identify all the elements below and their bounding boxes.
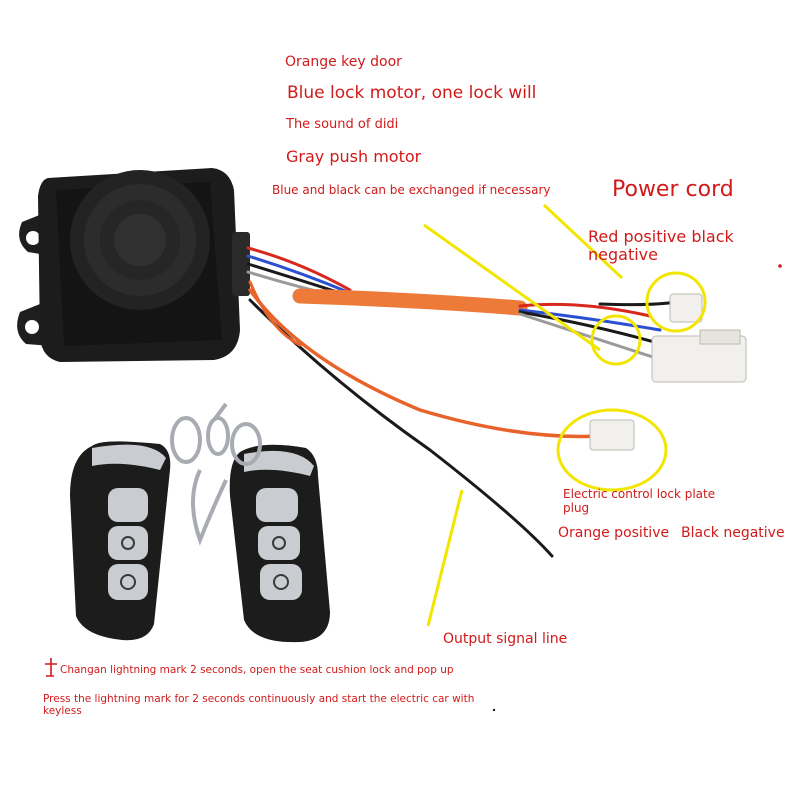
fob-right-button-2 (258, 526, 300, 560)
highlight-circle-lock-plug (556, 408, 668, 492)
label-press-lightning: Press the lightning mark for 2 seconds c… (43, 693, 475, 718)
main-harness-connector (651, 335, 747, 383)
white-connectors (589, 293, 747, 451)
key-fob-left (70, 441, 171, 641)
label-electric-control-lock-plug: Electric control lock plate plug (563, 487, 716, 515)
fob-right-button-1 (256, 488, 298, 522)
label-changan-lightning: Changan lightning mark 2 seconds, open t… (60, 664, 454, 676)
dot-marker (778, 264, 782, 268)
label-output-signal-line: Output signal line (443, 631, 568, 647)
label-blue-black-exchange: Blue and black can be exchanged if neces… (272, 183, 551, 197)
power-cord-connector (669, 293, 703, 323)
lightning-mark-icon (45, 658, 57, 677)
fob-left-button-1 (108, 488, 148, 522)
label-orange-key-door: Orange key door (285, 54, 402, 70)
label-sound-of-didi: The sound of didi (286, 117, 399, 132)
label-power-cord: Power cord (612, 177, 734, 202)
siren-connector (232, 232, 250, 296)
pointer-output-signal (426, 489, 464, 627)
label-gray-push-motor: Gray push motor (286, 147, 422, 166)
label-orange-positive: Orange positive (558, 525, 670, 541)
fob-left-button-3 (108, 564, 148, 600)
pointer-blue-black (423, 223, 601, 352)
alarm-siren-unit (17, 168, 250, 362)
highlight-circle-power (645, 271, 707, 333)
mount-hole-top (26, 231, 40, 245)
label-red-positive-black-negative: Red positive black negative (588, 227, 734, 265)
yellow-annotations (423, 203, 707, 627)
fob-left-button-2 (108, 526, 148, 560)
label-black-negative: Black negative (681, 525, 785, 541)
fob-right-button-3 (260, 564, 302, 600)
mount-hole-bottom (25, 320, 39, 334)
label-blue-lock-motor: Blue lock motor, one lock will (287, 83, 537, 103)
lock-plate-plug-connector (589, 419, 635, 451)
highlight-circle-harness (590, 314, 642, 366)
wire-bundle (246, 246, 678, 558)
key-fob-right (229, 444, 330, 643)
pointer-power-cord (542, 203, 624, 280)
keyring-clips (170, 402, 262, 546)
dot-marker (492, 708, 496, 712)
